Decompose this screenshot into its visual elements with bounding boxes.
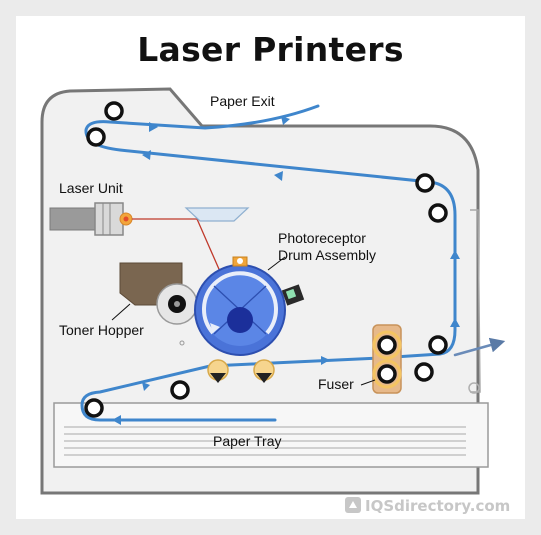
svg-text:IQSdirectory.com: IQSdirectory.com [365,497,510,515]
label-photoreceptor-line1: Photoreceptor [278,230,366,246]
label-paper-exit: Paper Exit [210,93,275,109]
photoreceptor-drum [194,264,286,356]
toner-hopper [119,262,198,325]
label-paper-tray: Paper Tray [213,433,281,449]
photoreceptor-leader [267,256,286,271]
laser-unit [49,202,133,236]
page-title: Laser Printers [137,30,404,69]
rollers [84,101,448,418]
brand-name: IQSdirectory [365,497,471,515]
label-photoreceptor-line2: Drum Assembly [278,247,376,263]
path-direction-arrows [112,116,460,425]
label-fuser: Fuser [318,376,354,392]
toner-leader [111,303,131,321]
transfer-rollers [207,359,275,383]
small-indicator [179,340,185,346]
fuser-leader [360,379,376,386]
laser-mirror [184,207,250,222]
cleaning-unit [281,284,305,306]
fuser [372,324,402,394]
label-toner-hopper: Toner Hopper [59,322,144,338]
charge-unit [232,256,248,267]
brand-suffix: .com [470,497,511,515]
paper-tray [53,402,489,468]
door-latch [468,382,480,394]
laser-beam-to-drum [196,218,223,277]
side-door-panel [470,209,481,393]
paper-path [80,104,506,422]
brand-logo: IQSdirectory.com [345,497,510,515]
label-laser-unit: Laser Unit [59,180,123,196]
